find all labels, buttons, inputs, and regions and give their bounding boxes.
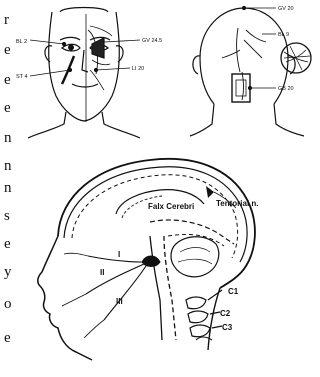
label-bl9: BL 9 [278,32,289,38]
label-nerve-iii: III [116,297,123,306]
label-st4: ST 4 [16,74,28,80]
label-c3: C3 [222,323,233,332]
label-nerve-ii: II [100,268,104,277]
label-li20: LI 20 [132,66,144,72]
back-head-diagram [190,7,311,137]
label-gv24: GV 24.5 [142,38,162,44]
label-c2: C2 [220,309,231,318]
label-nerve-i: I [118,250,120,259]
label-gv20: GV 20 [278,6,294,12]
label-falx-cerebri: Falx Cerebri [148,202,194,211]
label-c1: C1 [228,287,239,296]
label-tentorial-nerve: Tentorial n. [216,199,259,208]
front-face-diagram [28,8,140,139]
label-bl2: BL 2 [16,39,27,45]
label-gb20: GB 20 [278,86,294,92]
